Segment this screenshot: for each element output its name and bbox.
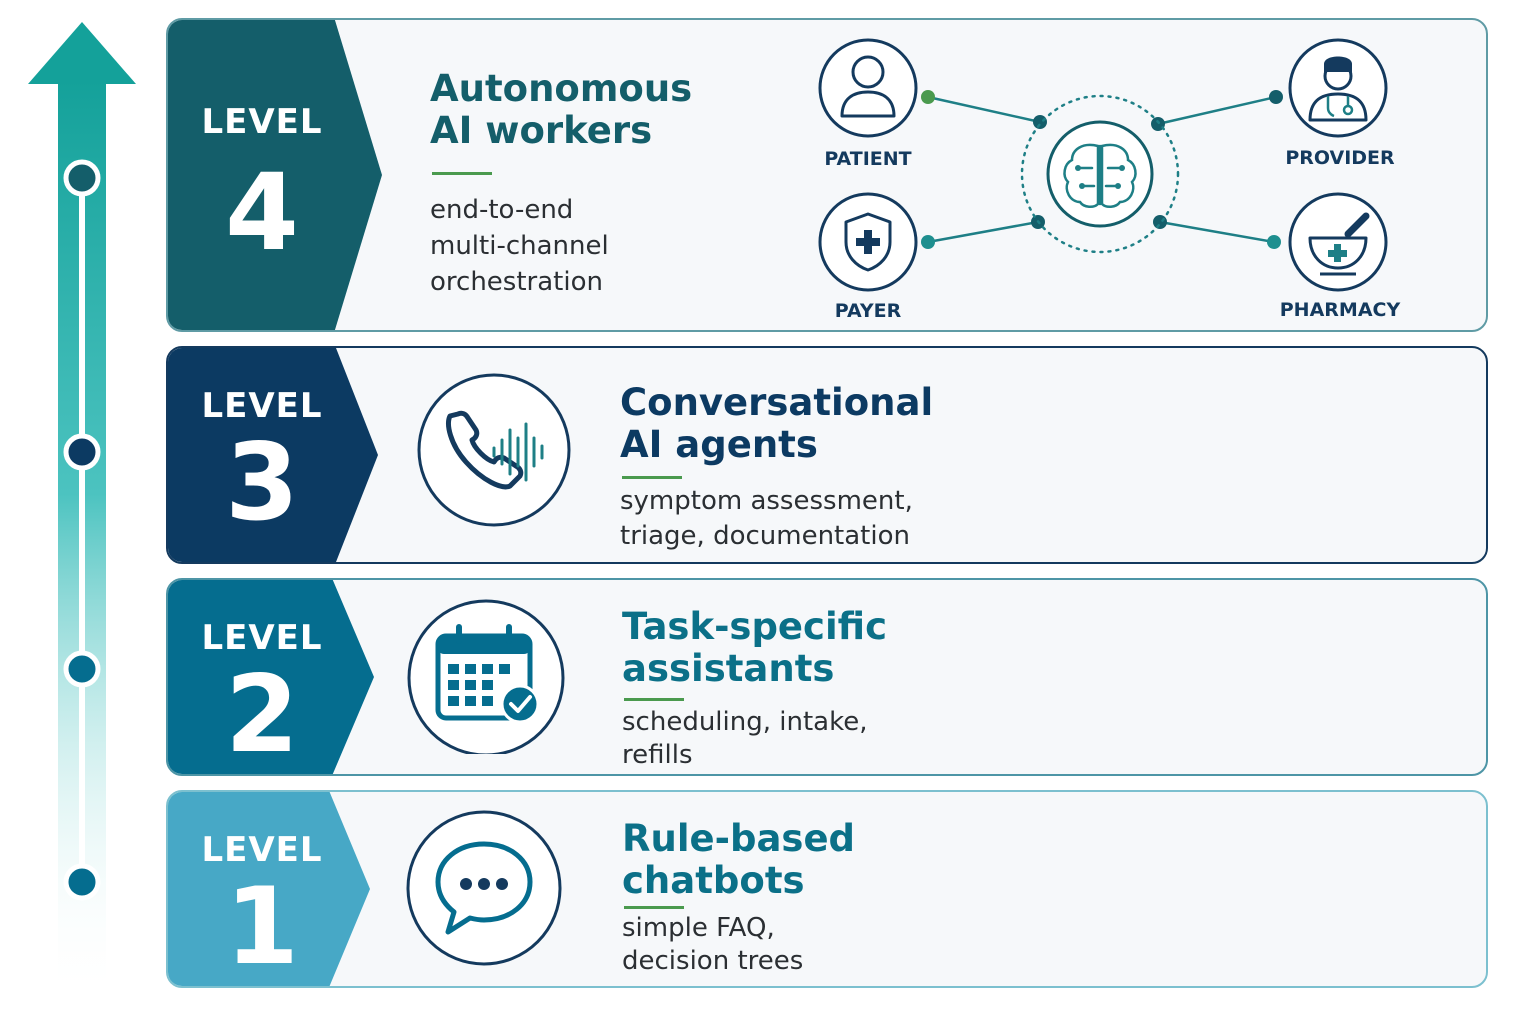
- level-3-word: LEVEL: [201, 386, 323, 426]
- level-1-badge: LEVEL 1: [168, 792, 370, 986]
- level-4-card: LEVEL 4 Autonomous AI workers end-to-end…: [166, 18, 1488, 332]
- chat-bubble-icon: [406, 810, 562, 966]
- person-icon: [818, 38, 918, 138]
- payer-label: PAYER: [834, 300, 902, 322]
- level-4-badge: LEVEL 4: [168, 20, 382, 330]
- level-4-rule: [432, 172, 492, 175]
- level-4-number: 4: [225, 151, 299, 274]
- level-1-title: Rule-based chatbots: [622, 817, 856, 902]
- level-3-description: symptom assessment, triage, documentatio…: [620, 486, 913, 551]
- doctor-icon: [1288, 38, 1388, 138]
- brain-icon: [1020, 94, 1180, 254]
- milestone-level-2: [63, 650, 101, 688]
- shield-plus-icon: [818, 192, 918, 292]
- level-1-card: LEVEL 1 Rule-based chatbots simple FAQ, …: [166, 790, 1488, 988]
- mortar-pestle-icon: [1288, 192, 1388, 292]
- level-2-card: LEVEL 2 Task-specific assistants schedul…: [166, 578, 1488, 776]
- level-1-number: 1: [225, 865, 299, 988]
- level-4-word: LEVEL: [201, 102, 323, 142]
- progress-arrow: [28, 22, 136, 1000]
- level-2-number: 2: [225, 653, 299, 776]
- level-2-rule: [624, 698, 684, 701]
- level-4-description: end-to-end multi-channel orchestration: [430, 195, 609, 297]
- patient-label: PATIENT: [824, 148, 912, 170]
- level-3-number: 3: [225, 421, 299, 544]
- level-1-word: LEVEL: [201, 830, 323, 870]
- level-2-badge: LEVEL 2: [168, 580, 374, 774]
- level-3-card: LEVEL 3 Conversational AI agents symptom…: [166, 346, 1488, 564]
- milestone-level-3: [63, 433, 101, 471]
- level-1-description: simple FAQ, decision trees: [622, 913, 804, 976]
- provider-label: PROVIDER: [1285, 147, 1395, 169]
- level-3-badge: LEVEL 3: [168, 348, 378, 562]
- brain-network-icon: [818, 38, 1388, 292]
- level-3-title: Conversational AI agents: [620, 381, 934, 466]
- milestone-level-4: [63, 159, 101, 197]
- level-2-title: Task-specific assistants: [622, 605, 887, 690]
- pharmacy-label: PHARMACY: [1279, 299, 1401, 321]
- level-3-rule: [622, 476, 682, 479]
- milestone-level-1: [63, 863, 101, 901]
- arrow-up-icon: [28, 22, 136, 84]
- level-2-description: scheduling, intake, refills: [622, 707, 868, 770]
- level-4-title: Autonomous AI workers: [430, 67, 693, 152]
- level-2-word: LEVEL: [201, 618, 323, 658]
- calendar-check-icon: [407, 599, 565, 754]
- phone-voice-icon: [417, 373, 571, 527]
- level-1-rule: [624, 906, 684, 909]
